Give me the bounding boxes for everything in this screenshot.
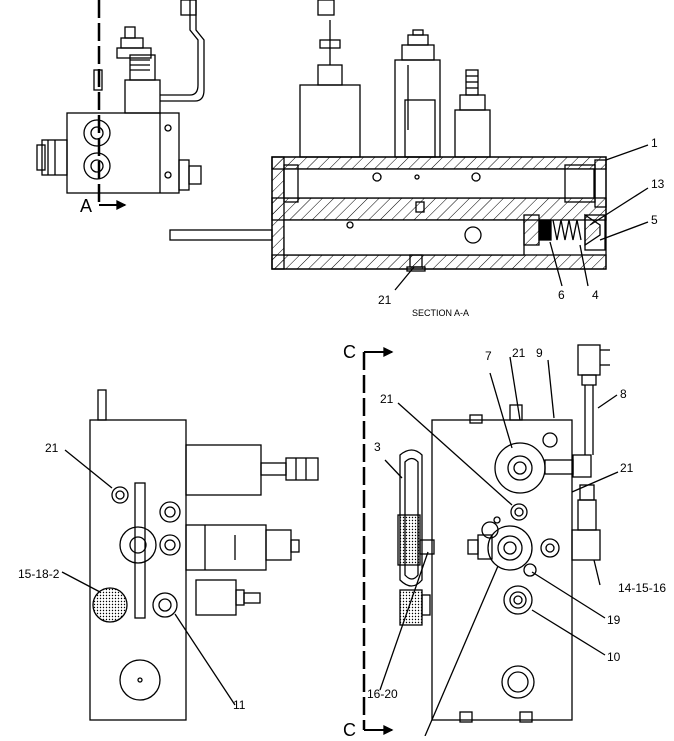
bottom-leaders (61, 356, 619, 737)
callout-21-left: 21 (45, 441, 59, 455)
section-caption: SECTION A-A (412, 308, 469, 318)
callout-9: 9 (536, 346, 543, 360)
section-line-c (362, 346, 394, 736)
callout-15-18-2: 15-18-2 (18, 567, 60, 581)
clip-view (397, 449, 435, 626)
callout-14-15-16: 14-15-16 (618, 581, 666, 595)
callout-1: 1 (651, 136, 658, 150)
callout-8: 8 (620, 387, 627, 401)
callout-16-20: 16-20 (367, 687, 398, 701)
bottom-right-view (431, 344, 610, 723)
section-leaders (394, 144, 649, 291)
section-mark-c-bottom: C (343, 720, 356, 736)
callout-21-top: 21 (512, 346, 526, 360)
callout-21-front: 21 (380, 392, 394, 406)
callout-10: 10 (607, 650, 621, 664)
bottom-left-view (89, 389, 319, 721)
callout-5: 5 (651, 213, 658, 227)
section-mark-a: A (80, 196, 92, 216)
callout-3: 3 (374, 440, 381, 454)
callout-11: 11 (233, 698, 246, 712)
callout-21-section: 21 (378, 293, 392, 307)
callout-6: 6 (558, 288, 565, 302)
section-mark-c-top: C (343, 342, 356, 362)
section-a-a-view (169, 0, 607, 272)
callout-21-right: 21 (620, 461, 634, 475)
callout-7: 7 (485, 349, 492, 363)
callout-4: 4 (592, 288, 599, 302)
callout-13: 13 (651, 177, 665, 191)
callout-19: 19 (607, 613, 621, 627)
top-left-view (36, 0, 205, 211)
